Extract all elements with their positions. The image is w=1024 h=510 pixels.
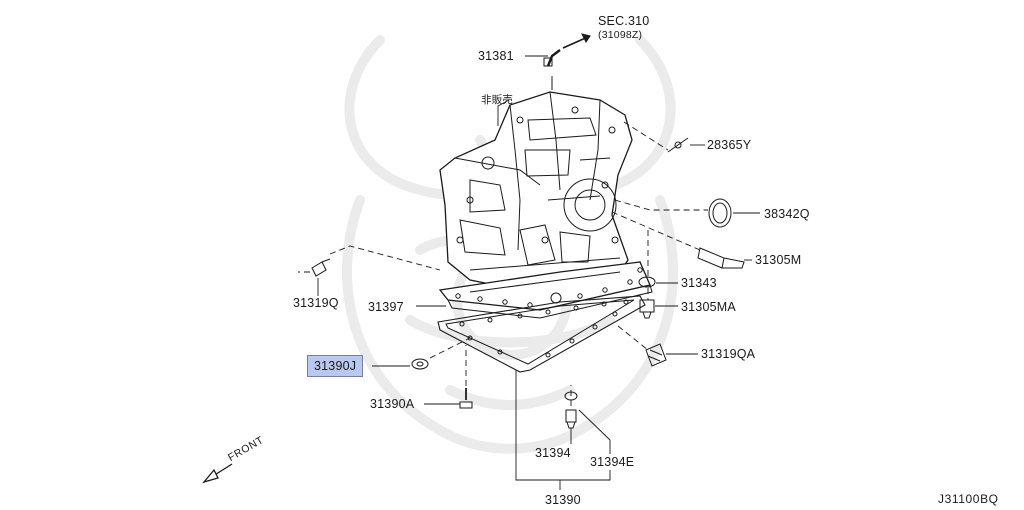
- callout-31390A[interactable]: 31390A: [370, 397, 415, 411]
- transmission-case: [439, 78, 633, 291]
- diagram-code: J31100BQ: [938, 492, 999, 506]
- dashed-leader-lines: [298, 76, 708, 406]
- fitting-31319QA: [645, 343, 667, 367]
- magnet-31390J: [411, 358, 429, 370]
- callout-38342Q[interactable]: 38342Q: [764, 207, 810, 221]
- callout-31390[interactable]: 31390: [545, 493, 581, 507]
- callout-31319QA[interactable]: 31319QA: [701, 347, 756, 361]
- oil-pan-gasket: [437, 295, 646, 373]
- callout-31305MA[interactable]: 31305MA: [681, 300, 736, 314]
- front-arrow: [202, 463, 233, 484]
- callout-31381[interactable]: 31381: [478, 49, 514, 63]
- plug-31305MA: [639, 299, 655, 319]
- bolt-31390A: [459, 388, 473, 409]
- callout-31397[interactable]: 31397: [368, 300, 404, 314]
- callout-31319Q[interactable]: 31319Q: [293, 296, 339, 310]
- oil-pan: [438, 261, 653, 319]
- breather-hose-31381: [543, 49, 561, 67]
- oil-seal-38342Q: [708, 198, 732, 228]
- plug-31394: [565, 409, 577, 429]
- section-ref-line1: SEC.310: [598, 14, 650, 28]
- callout-31343[interactable]: 31343: [681, 276, 717, 290]
- callout-31394E[interactable]: 31394E: [590, 455, 635, 469]
- fitting-31319Q: [311, 258, 331, 277]
- callout-31390J-highlighted[interactable]: 31390J: [307, 355, 364, 377]
- callout-31305M[interactable]: 31305M: [755, 253, 802, 267]
- section-ref-line2: (31098Z): [598, 29, 643, 41]
- o-ring-31343: [638, 276, 656, 288]
- sensor-31305M: [697, 247, 745, 269]
- callout-31394[interactable]: 31394: [535, 446, 571, 460]
- callout-28365Y[interactable]: 28365Y: [707, 138, 752, 152]
- note-not-sold: 非販売: [481, 94, 514, 106]
- leader-lines: [317, 55, 760, 490]
- arrow-sec310: [562, 33, 591, 49]
- clip-28365Y: [667, 137, 689, 153]
